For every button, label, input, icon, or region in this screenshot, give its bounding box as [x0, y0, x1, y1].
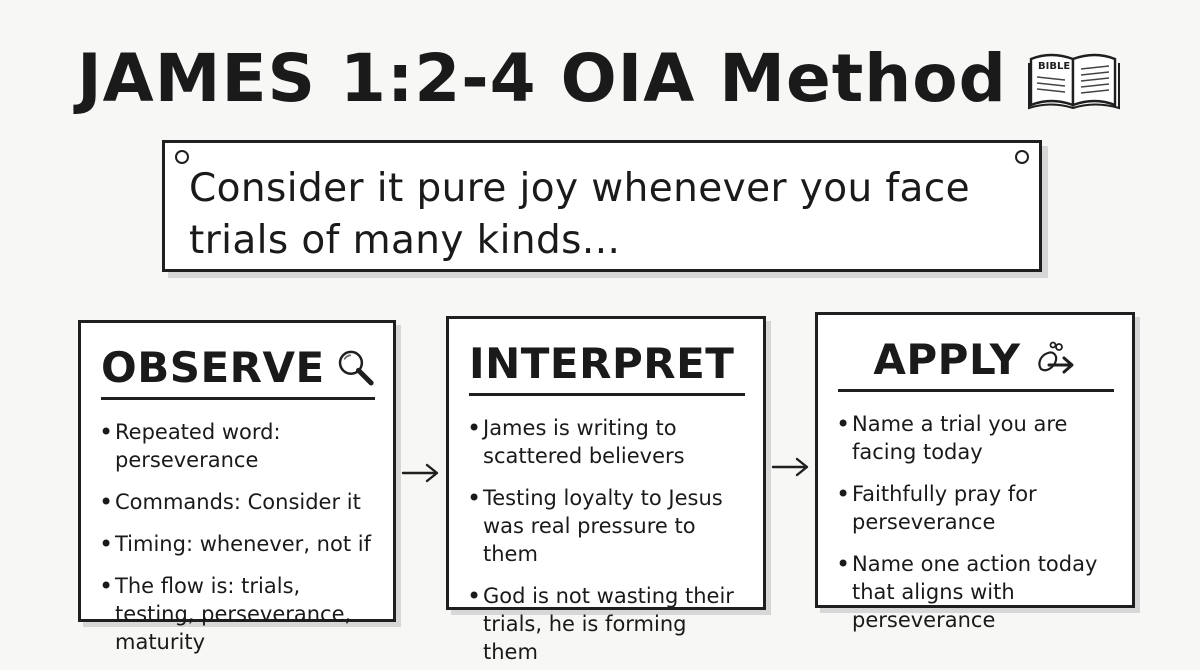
verse-text: Consider it pure joy whenever you face t…	[189, 166, 971, 263]
page-title: JAMES 1:2-4 OIA Method	[77, 39, 1007, 117]
interpret-list: James is writing to scattered believers …	[467, 414, 747, 666]
arrow-right-icon	[401, 463, 439, 483]
apply-header: APPLY	[838, 329, 1114, 392]
pin-icon	[1015, 150, 1029, 164]
apply-title: APPLY	[873, 334, 1021, 384]
apply-panel: APPLY Name a trial you are facing today …	[815, 312, 1135, 632]
list-item: The flow is: trials, testing, perseveran…	[99, 572, 377, 656]
bible-icon-label: BIBLE	[1038, 61, 1070, 72]
title-row: JAMES 1:2-4 OIA Method BIBLE	[0, 28, 1200, 128]
interpret-panel: INTERPRET James is writing to scattered …	[446, 316, 766, 664]
verse-banner: Consider it pure joy whenever you face t…	[162, 140, 1042, 272]
observe-title: OBSERVE	[101, 342, 325, 392]
arrow-right-icon	[771, 457, 809, 477]
magnifying-glass-icon	[338, 350, 374, 386]
list-item: Testing loyalty to Jesus was real pressu…	[467, 484, 747, 568]
footprint-arrow-icon	[1037, 341, 1074, 374]
apply-list: Name a trial you are facing today Faithf…	[836, 410, 1116, 634]
lightbulb-icon	[744, 362, 745, 364]
observe-panel: OBSERVE Repeated word: perseverance Comm…	[78, 320, 396, 654]
list-item: Faithfully pray for perseverance	[836, 480, 1116, 536]
list-item: Name one action today that aligns with p…	[836, 550, 1116, 634]
observe-list: Repeated word: perseverance Commands: Co…	[99, 418, 377, 656]
list-item: Name a trial you are facing today	[836, 410, 1116, 466]
observe-header: OBSERVE	[101, 337, 375, 400]
list-item: God is not wasting their trials, he is f…	[467, 582, 747, 666]
list-item: Commands: Consider it	[99, 488, 377, 516]
interpret-header: INTERPRET	[469, 333, 745, 396]
list-item: Repeated word: perseverance	[99, 418, 377, 474]
pin-icon	[175, 150, 189, 164]
open-bible-icon: BIBLE	[1027, 53, 1120, 110]
list-item: Timing: whenever, not if	[99, 530, 377, 558]
list-item: James is writing to scattered believers	[467, 414, 747, 470]
interpret-title: INTERPRET	[469, 338, 735, 388]
